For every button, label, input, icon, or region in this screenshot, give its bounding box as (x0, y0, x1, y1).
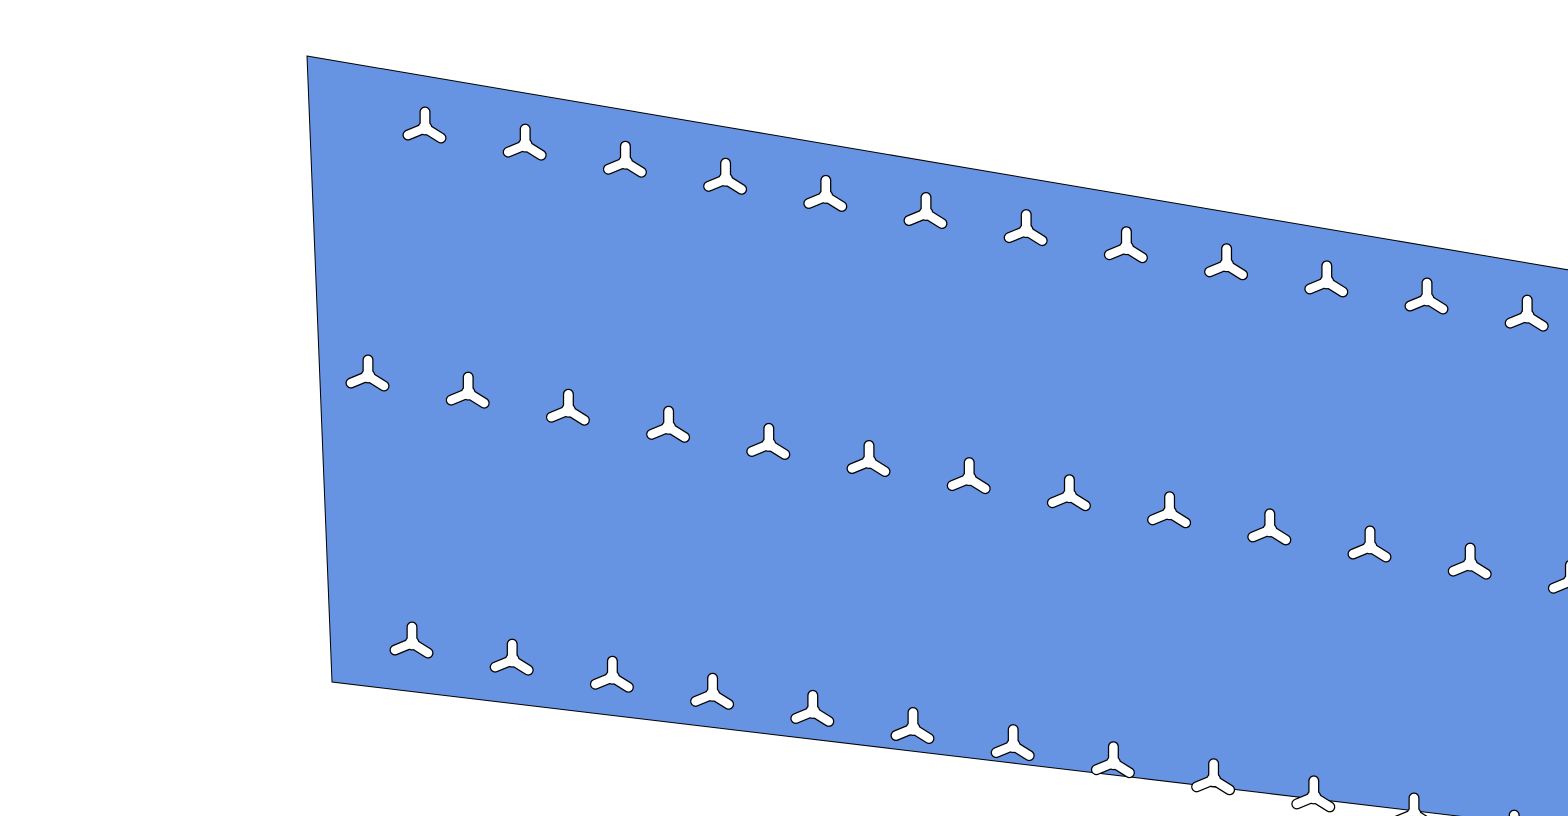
tri-lobe-hole (690, 672, 735, 710)
perforated-plate[interactable] (306, 55, 1568, 816)
tri-lobe-hole (1247, 508, 1292, 546)
tri-lobe-hole (1204, 243, 1249, 281)
tri-lobe-hole (602, 140, 647, 178)
tri-lobe-hole (1090, 741, 1135, 779)
tri-lobe-hole (389, 621, 434, 659)
tri-lobe-hole (790, 689, 835, 727)
tri-lobe-hole (746, 422, 791, 460)
tri-lobe-hole (890, 707, 935, 744)
tri-lobe-hole (1447, 542, 1492, 580)
tri-lobe-hole (846, 440, 891, 477)
tri-lobe-hole (1304, 260, 1349, 298)
tri-lobe-hole (1404, 277, 1449, 315)
tri-lobe-hole (589, 655, 634, 693)
tri-lobe-hole (1291, 775, 1336, 813)
tri-lobe-hole (1347, 525, 1392, 563)
tri-lobe-hole (703, 157, 748, 195)
tri-lobe-hole (946, 457, 991, 495)
tri-lobe-hole (1046, 474, 1091, 512)
tri-lobe-hole (489, 638, 534, 676)
tri-lobe-hole (445, 371, 490, 409)
tri-lobe-hole (1003, 209, 1048, 247)
tri-lobe-hole (545, 388, 590, 426)
tri-lobe-hole (803, 174, 848, 212)
tri-lobe-hole (646, 405, 691, 443)
tri-lobe-hole (1147, 491, 1192, 529)
tri-lobe-hole (1103, 226, 1148, 264)
tri-lobe-hole (1504, 294, 1549, 332)
hole-pattern (345, 106, 1568, 816)
tri-lobe-hole (903, 192, 948, 229)
tri-lobe-hole (502, 123, 547, 161)
tri-lobe-hole (1191, 758, 1236, 796)
tri-lobe-hole (990, 724, 1035, 762)
tri-lobe-hole (402, 106, 447, 144)
tri-lobe-hole (345, 354, 390, 392)
